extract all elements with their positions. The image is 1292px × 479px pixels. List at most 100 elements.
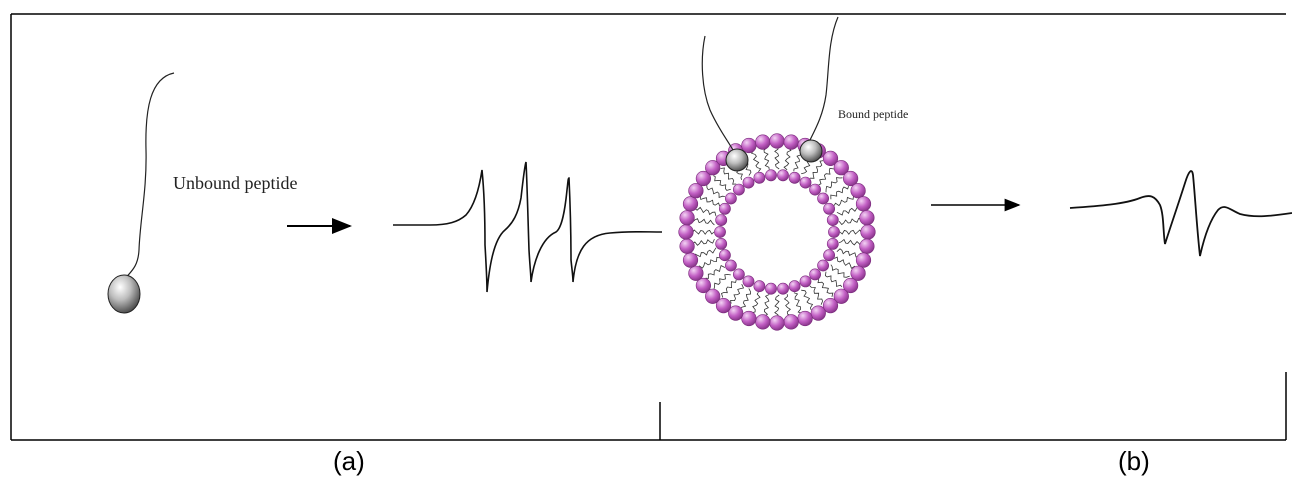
frame	[11, 14, 1286, 440]
lipid-tail	[764, 148, 769, 170]
lipid-tail	[818, 279, 833, 297]
lipid-tail	[837, 206, 858, 215]
lipid-head	[828, 226, 839, 237]
lipid-tail	[840, 230, 862, 234]
lipid-head	[856, 253, 871, 268]
lipid-head	[725, 260, 736, 271]
lipid-head	[800, 276, 811, 287]
lipid-tail	[794, 293, 802, 314]
lipid-head	[683, 253, 698, 268]
lipid-head	[742, 311, 757, 326]
lipid-head	[689, 266, 704, 281]
lipid-head	[770, 134, 785, 149]
lipid-head	[851, 183, 866, 198]
lipid-head	[860, 211, 875, 226]
lipid-tail	[825, 272, 842, 287]
lipid-head	[861, 225, 876, 240]
lipid-tail	[751, 292, 760, 313]
bound-peptide-label: Bound peptide	[838, 107, 908, 122]
lipid-head	[789, 281, 800, 292]
lipid-head	[765, 283, 776, 294]
lipid-head	[789, 172, 800, 183]
lipid-head	[725, 193, 736, 204]
lipid-tail	[692, 230, 714, 234]
lipid-tail	[834, 195, 853, 206]
lipid-tail	[834, 257, 855, 268]
spin-label-right-sphere-icon	[800, 140, 822, 162]
lipid-head	[777, 283, 788, 294]
lipid-head	[743, 276, 754, 287]
epr-spectrum-sharp	[393, 162, 662, 292]
lipid-tail	[695, 248, 716, 257]
lipid-head	[716, 238, 727, 249]
lipid-head	[856, 197, 871, 212]
lipid-head	[824, 203, 835, 214]
lipid-head	[733, 269, 744, 280]
lipid-tail	[693, 219, 715, 225]
lipid-head	[719, 250, 730, 261]
lipid-head	[756, 315, 771, 330]
epr-spectrum-broad	[1070, 171, 1292, 256]
lipid-head	[719, 203, 730, 214]
lipid-head	[679, 225, 694, 240]
lipid-head	[743, 177, 754, 188]
lipid-tail	[810, 161, 823, 179]
lipid-head	[810, 184, 821, 195]
lipid-head	[770, 316, 785, 331]
lipid-head	[811, 306, 826, 321]
lipid-tail	[700, 196, 719, 207]
lipid-vesicle-icon	[679, 134, 876, 331]
lipid-head	[827, 215, 838, 226]
lipid-tail	[837, 249, 858, 257]
lipid-tail	[707, 184, 725, 197]
lipid-tail	[740, 288, 751, 308]
lipid-head	[680, 239, 695, 254]
lipid-head	[754, 172, 765, 183]
lipid-head	[824, 250, 835, 261]
lipid-tail	[699, 257, 720, 268]
spin-label-sphere-icon	[108, 275, 140, 313]
bound-peptide-chain-right	[810, 17, 838, 140]
lipid-head	[754, 281, 765, 292]
spin-label-left-sphere-icon	[726, 149, 748, 171]
lipid-head	[777, 170, 788, 181]
lipid-tail	[752, 150, 761, 172]
lipid-head	[680, 211, 695, 226]
lipid-head	[756, 135, 771, 150]
lipid-tail	[706, 266, 725, 279]
lipid-head	[800, 177, 811, 188]
lipid-head	[716, 215, 727, 226]
lipid-tail	[831, 265, 850, 278]
lipid-head	[784, 315, 799, 330]
lipid-head	[818, 260, 829, 271]
lipid-head	[765, 170, 776, 181]
lipid-head	[784, 135, 799, 150]
lipid-head	[683, 197, 698, 212]
lipid-tail	[775, 295, 779, 317]
lipid-head	[860, 239, 875, 254]
lipid-head	[742, 138, 757, 153]
lipid-tail	[826, 178, 843, 193]
lipid-tail	[784, 148, 791, 170]
lipid-tail	[839, 218, 861, 224]
lipid-head	[827, 238, 838, 249]
lipid-tail	[731, 284, 744, 303]
lipid-tail	[839, 240, 861, 247]
lipid-head	[798, 311, 813, 326]
lipid-tail	[695, 207, 716, 216]
bound-peptide-chain-left	[702, 36, 733, 150]
unbound-peptide-chain	[124, 73, 174, 280]
lipid-tail	[693, 239, 715, 245]
lipid-tail	[801, 290, 812, 310]
panel-label-a: (a)	[333, 446, 365, 477]
panel-label-b: (b)	[1118, 446, 1150, 477]
lipid-head	[818, 193, 829, 204]
lipid-tail	[764, 295, 769, 317]
lipid-tail	[810, 286, 823, 305]
lipid-tail	[785, 294, 792, 316]
lipid-head	[810, 269, 821, 280]
lipid-head	[733, 184, 744, 195]
lipid-tail	[831, 186, 849, 199]
lipid-head	[714, 226, 725, 237]
